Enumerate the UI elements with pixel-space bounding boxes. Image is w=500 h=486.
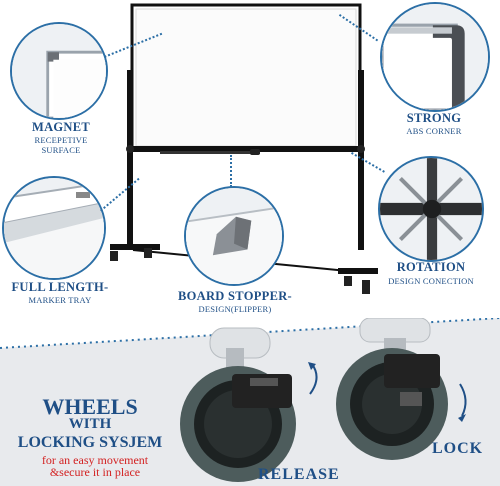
abs-corner-icon	[382, 4, 488, 110]
board-stopper-icon	[186, 188, 282, 284]
marker-tray-icon	[4, 178, 104, 278]
abs-corner-bubble	[380, 2, 490, 112]
magnet-subtitle-line1: RECEPETIVE	[34, 135, 88, 145]
rotation-bubble	[378, 156, 484, 262]
strong-subtitle: ABS CORNER	[406, 126, 462, 136]
wheels-title-line3: LOCKING SYSJEM	[17, 434, 163, 451]
release-label: RELEASE	[258, 466, 340, 483]
board-stopper-bubble	[184, 186, 284, 286]
rotation-title: ROTATION	[396, 260, 466, 274]
full-length-title: FULL LENGTH-	[11, 280, 109, 294]
rotation-subtitle: DESIGN CONECTION	[388, 276, 474, 286]
wheels-illustration	[0, 318, 500, 482]
full-length-subtitle: MARKER TRAY	[28, 295, 92, 305]
board-corner-icon	[12, 24, 106, 118]
wheels-note-line2: &secure it in place	[49, 465, 141, 479]
board-stopper-title: BOARD STOPPER-	[177, 289, 293, 303]
marker-tray-bubble	[2, 176, 106, 280]
magnet-subtitle-line2: SURFACE	[41, 145, 81, 155]
whiteboard-stand-illustration	[110, 3, 378, 294]
strong-title: STRONG	[406, 111, 462, 125]
wheels-note-line1: for an easy movement	[41, 453, 149, 467]
board-stopper-subtitle: DESIGN(FLIPPER)	[198, 304, 272, 314]
board-stopper-connector-line	[230, 155, 232, 187]
wheels-title-line1: WHEELS	[42, 394, 138, 419]
lock-label: LOCK	[432, 440, 484, 457]
rotation-joint-icon	[380, 158, 482, 260]
magnet-title: MAGNET	[31, 120, 91, 134]
wheels-panel: WHEELS WITH LOCKING SYSJEM for an easy m…	[0, 318, 500, 486]
wheels-title-line2: WITH	[68, 416, 112, 432]
magnet-bubble	[10, 22, 108, 120]
